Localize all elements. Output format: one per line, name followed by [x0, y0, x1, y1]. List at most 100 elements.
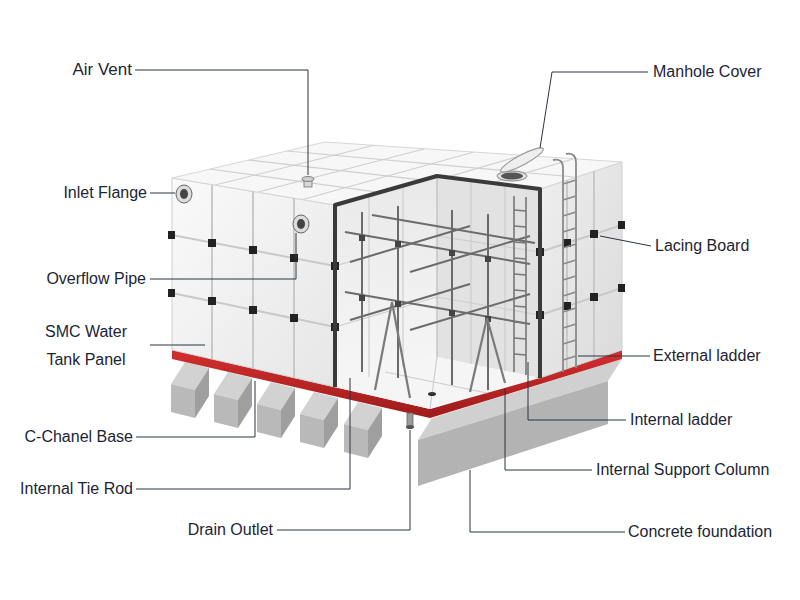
lacing-board — [168, 231, 175, 239]
concrete-block — [368, 408, 382, 458]
concrete-block — [238, 378, 252, 428]
tie-rod-bolt — [395, 301, 401, 307]
tie-rod-bolt — [449, 250, 455, 256]
tie-rod-bolt — [359, 235, 365, 241]
external-ladder — [563, 180, 576, 184]
leader-line — [150, 193, 175, 194]
manhole-cover — [498, 144, 545, 175]
lacing-board — [290, 254, 298, 262]
external-ladder — [553, 160, 563, 372]
concrete-block — [195, 368, 209, 418]
tank-interior — [402, 186, 403, 367]
leader-line — [135, 70, 308, 175]
tank-interior — [430, 357, 437, 409]
panel-seam — [540, 288, 622, 315]
tank-interior — [428, 392, 436, 396]
pipe-flange — [297, 219, 305, 229]
callout-label: External ladder — [653, 346, 761, 366]
panel-seam — [172, 235, 335, 266]
lacing-board — [590, 230, 598, 238]
internal-ladder — [513, 196, 515, 372]
panel-seam — [211, 185, 213, 359]
leader-line — [277, 430, 410, 530]
tank-interior — [335, 297, 437, 327]
external-ladder — [563, 260, 576, 264]
tank-interior — [335, 176, 540, 409]
pipe-flange — [176, 185, 309, 233]
leader-line — [578, 356, 650, 357]
callout-label: Internal Support Column — [596, 460, 769, 480]
external-ladder — [563, 292, 576, 296]
panel-seam — [593, 171, 595, 360]
internal-ladder — [514, 242, 526, 243]
panel-seam — [172, 293, 335, 327]
tie-rod — [345, 292, 530, 324]
roof-seam — [387, 159, 573, 214]
leader-line — [150, 345, 205, 346]
roof-seam — [210, 145, 574, 214]
air-vent — [302, 177, 314, 188]
concrete-block — [324, 398, 338, 448]
callout-label: C-Chanel Base — [25, 427, 134, 447]
callout-label: Drain Outlet — [188, 520, 273, 540]
tie-rod — [372, 215, 535, 243]
leader-line — [136, 378, 350, 489]
leader-line — [540, 72, 648, 148]
leader-line — [135, 70, 651, 532]
external-ladder — [563, 212, 576, 216]
external-ladder — [563, 196, 576, 200]
support-column — [392, 302, 410, 398]
concrete-block — [344, 424, 368, 458]
internal-ladder — [514, 196, 526, 375]
lacing-board — [618, 284, 625, 292]
panel-seam — [252, 191, 254, 369]
internal-ladder — [525, 197, 527, 375]
support-column — [375, 302, 505, 398]
support-column — [470, 318, 487, 392]
external-ladder — [563, 356, 576, 360]
callout-label: Internal ladder — [630, 410, 732, 430]
callout-label: Air Vent — [72, 60, 132, 80]
leader-line — [505, 388, 592, 470]
support-column — [375, 302, 392, 390]
lacing-board — [290, 314, 298, 322]
manhole-cover — [497, 171, 527, 181]
leader-line — [136, 381, 255, 437]
tank-panel — [540, 162, 622, 378]
panel-seam — [566, 180, 568, 369]
tank-interior — [368, 195, 369, 377]
external-ladder — [563, 324, 576, 328]
callout-label: Lacing Board — [655, 236, 749, 256]
concrete-block — [300, 414, 324, 448]
tie-rod — [410, 294, 530, 330]
external-ladder — [563, 340, 576, 344]
tank-interior — [335, 357, 540, 409]
drain-pipe — [407, 413, 413, 427]
panel-seam — [172, 171, 622, 378]
callout-label: Manhole Cover — [653, 62, 762, 82]
tie-rod-bolt — [395, 241, 401, 247]
tank-interior — [504, 185, 505, 371]
external-ladder — [563, 244, 576, 248]
internal-ladder — [514, 274, 526, 275]
callout-label: Internal Tie Rod — [20, 479, 133, 499]
tie-rod — [410, 236, 530, 272]
lacing-board — [618, 221, 625, 229]
lacing-board — [590, 293, 598, 301]
cut-edge — [335, 176, 540, 387]
callout-label: Inlet Flange — [63, 183, 147, 203]
tank-roof — [172, 142, 622, 205]
tie-rod-bolt — [485, 256, 491, 262]
internal-ladder — [514, 306, 526, 307]
lacing-board — [168, 289, 175, 297]
concrete-block — [281, 388, 295, 438]
tie-rod-bolt — [359, 235, 491, 322]
roof-seam — [344, 155, 523, 207]
leader-line — [528, 362, 626, 420]
internal-ladder — [514, 210, 526, 211]
lacing-board — [168, 221, 625, 331]
leader-line — [470, 470, 625, 532]
callout-label: SMC Water Tank Panel — [26, 318, 146, 374]
external-ladder — [563, 276, 576, 280]
air-vent — [302, 177, 314, 182]
